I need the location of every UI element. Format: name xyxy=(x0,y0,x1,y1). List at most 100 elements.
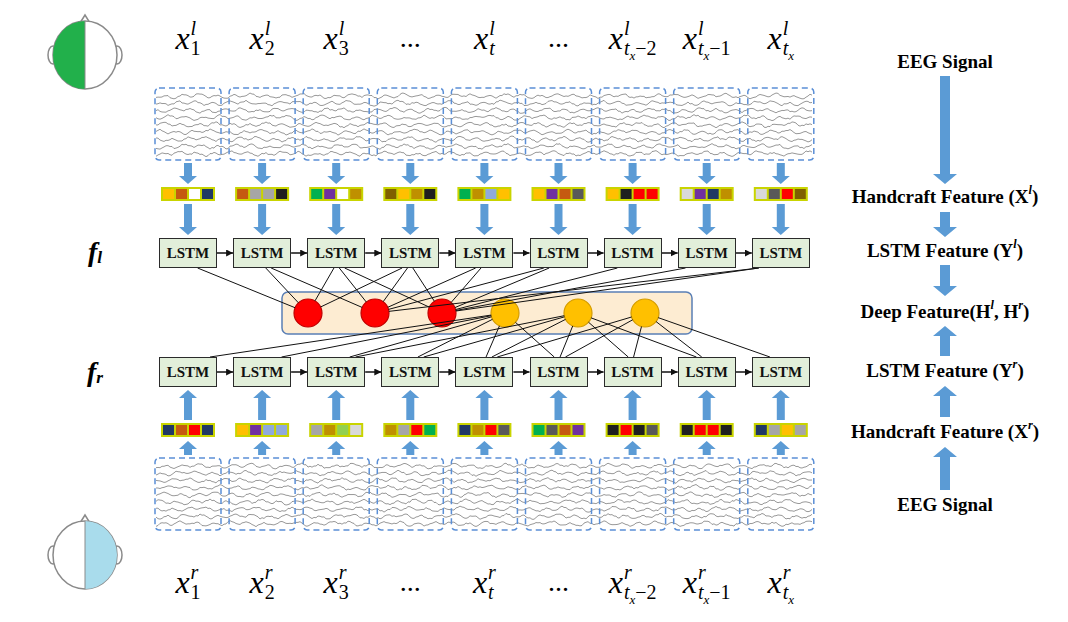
network-name-text: f xyxy=(87,356,96,388)
lstm-cell: LSTM xyxy=(307,357,365,387)
strip-frame xyxy=(606,187,660,201)
block-arrow xyxy=(624,390,642,420)
sequence-label: xl1 xyxy=(175,18,200,58)
feature-cell xyxy=(189,425,200,435)
block-arrow xyxy=(475,390,493,420)
feature-strip xyxy=(309,187,363,201)
feature-cell xyxy=(385,425,396,435)
feature-strip xyxy=(309,423,363,437)
block-arrow xyxy=(475,204,493,235)
subscript-index: x xyxy=(788,48,794,63)
connection-line xyxy=(589,322,629,357)
hemisphere-superscript: r xyxy=(783,562,794,582)
network-name: fl xyxy=(88,236,102,268)
deep-unit xyxy=(294,299,322,327)
feature-cell xyxy=(163,425,174,435)
block-arrow xyxy=(772,204,790,235)
feature-cell xyxy=(189,189,200,199)
index-stack: rtx xyxy=(783,562,794,602)
index-stack: l2 xyxy=(265,18,275,58)
connection-line xyxy=(451,268,481,302)
index-stack: rt xyxy=(488,562,496,602)
block-arrow xyxy=(550,441,568,455)
feature-cell xyxy=(385,189,396,199)
stage-label-text: LSTM Feature (Y xyxy=(867,240,1013,262)
block-arrow xyxy=(933,76,957,184)
eeg-trace xyxy=(156,513,812,519)
block-arrow xyxy=(933,265,957,296)
feature-cell xyxy=(485,189,496,199)
feature-cell xyxy=(350,425,361,435)
variable-symbol: x xyxy=(768,564,782,601)
feature-cell xyxy=(250,425,261,435)
block-arrow xyxy=(179,163,197,184)
feature-strip xyxy=(457,187,511,201)
feature-cell xyxy=(534,425,545,435)
connection-line xyxy=(492,319,566,357)
lstm-label: LSTM xyxy=(167,363,210,381)
hemisphere-superscript: l xyxy=(624,18,657,38)
strip-frame xyxy=(161,423,215,437)
block-arrow xyxy=(772,390,790,420)
lstm-cell: LSTM xyxy=(159,238,217,268)
feature-cell xyxy=(721,189,732,199)
block-arrow xyxy=(253,163,271,184)
stage-label-text: LSTM Feature (Y xyxy=(866,360,1012,382)
feature-cell xyxy=(411,425,422,435)
variable-symbol: x xyxy=(175,20,189,57)
hemisphere-superscript: l xyxy=(191,18,201,38)
lstm-label: LSTM xyxy=(611,244,654,262)
eeg-window xyxy=(600,88,666,160)
recurrent-arrow xyxy=(662,252,678,254)
connection-line xyxy=(321,268,402,307)
time-index: tx xyxy=(783,38,794,58)
sequence-label: xltx−2 xyxy=(609,18,657,58)
feature-cell xyxy=(311,425,322,435)
eeg-panel-left xyxy=(155,88,814,160)
connection-line xyxy=(339,268,366,302)
subscript-index: t xyxy=(624,37,630,59)
time-index: 1 xyxy=(191,38,201,58)
head-outline xyxy=(53,521,117,589)
ellipsis: ... xyxy=(400,566,421,598)
lstm-label: LSTM xyxy=(611,363,654,381)
connection-line xyxy=(634,327,642,357)
strip-frame xyxy=(680,187,734,201)
connection-line xyxy=(456,268,686,310)
sequence-label: ... xyxy=(400,566,421,598)
lstm-label: LSTM xyxy=(537,244,580,262)
ellipsis: ... xyxy=(548,22,569,54)
stage-label: Deep Feature(Hl, Hr) xyxy=(861,301,1030,323)
hemisphere-superscript: l xyxy=(265,18,275,38)
time-index: tx−1 xyxy=(698,582,731,602)
time-index: 1 xyxy=(191,582,201,602)
connection-line xyxy=(271,268,362,307)
connection-line xyxy=(486,326,499,357)
connection-line xyxy=(515,322,554,357)
eeg-window xyxy=(303,458,369,530)
block-arrow xyxy=(327,390,345,420)
sequence-label: xrtx−2 xyxy=(609,562,657,602)
eeg-trace xyxy=(156,478,812,484)
feature-cell xyxy=(163,189,174,199)
stage-label-text: ) xyxy=(1023,301,1029,323)
recurrent-arrow xyxy=(736,371,752,373)
feature-strip xyxy=(161,423,215,437)
subscript-index: x xyxy=(629,48,635,63)
feature-strip xyxy=(383,187,437,201)
feature-cell xyxy=(498,189,509,199)
recurrent-arrow xyxy=(291,252,307,254)
feature-cell xyxy=(472,425,483,435)
midline xyxy=(85,521,86,589)
subscript-index: 1 xyxy=(191,581,201,603)
index-stack: l1 xyxy=(191,18,201,58)
stage-label: EEG Signal xyxy=(897,494,993,516)
flow-arrows xyxy=(179,76,957,490)
feature-cell xyxy=(795,189,806,199)
subscript-index: t xyxy=(488,581,494,603)
block-arrow xyxy=(772,163,790,184)
feature-strip xyxy=(680,423,734,437)
recurrent-arrow xyxy=(588,252,604,254)
feature-strip xyxy=(161,187,215,201)
feature-cell xyxy=(398,425,409,435)
